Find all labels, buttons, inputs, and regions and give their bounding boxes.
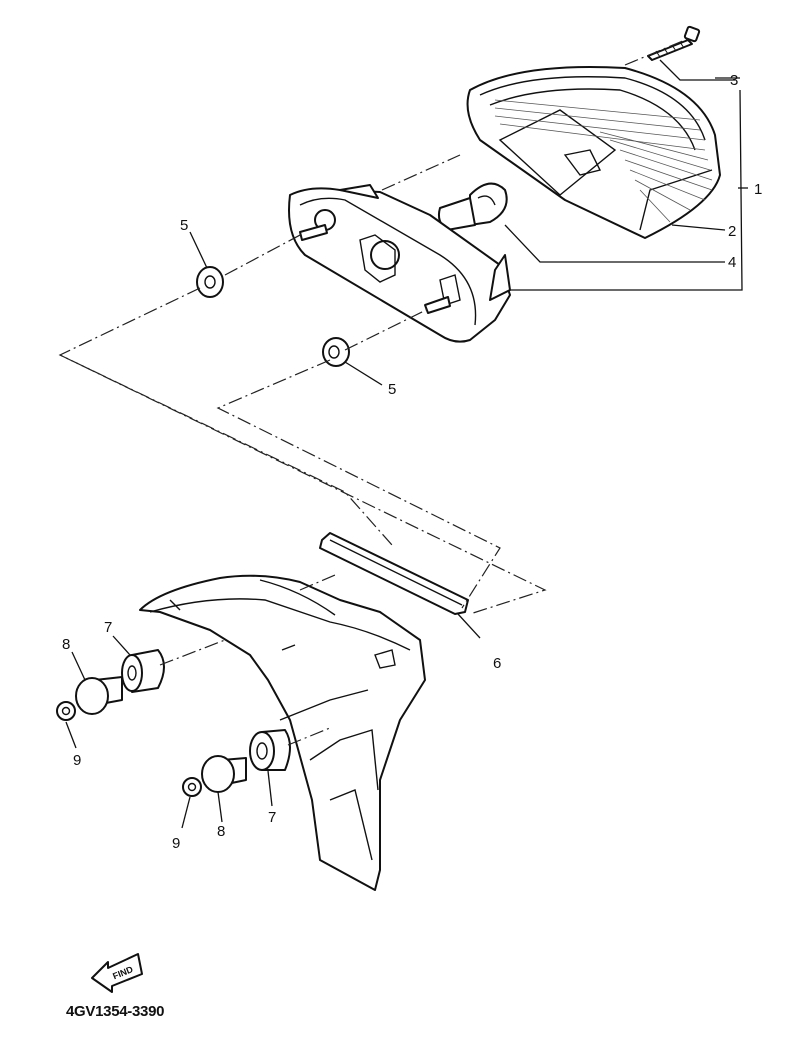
callout-7-upper: 7 (104, 619, 112, 636)
washer-upper (75, 676, 123, 715)
seal-strip (319, 532, 469, 615)
drawing-code: 4GV1354-3390 (66, 1003, 165, 1020)
collar-upper (121, 649, 165, 693)
callout-2: 2 (728, 223, 736, 240)
washer-lower (201, 755, 247, 793)
callout-3: 3 (730, 72, 738, 89)
callout-9-upper: 9 (73, 752, 81, 769)
lamp-housing (288, 184, 511, 343)
grommet-lower (322, 337, 350, 367)
callout-5-upper: 5 (180, 217, 188, 234)
tail-lamp-lens (466, 65, 721, 239)
rear-fender-bracket (139, 574, 426, 891)
callout-5-lower: 5 (388, 381, 396, 398)
nut-upper (56, 701, 76, 721)
callout-8-lower: 8 (217, 823, 225, 840)
find-arrow-icon: FIND (91, 953, 143, 993)
collar-lower (249, 729, 291, 771)
leader-lines (65, 59, 748, 829)
bulb (437, 182, 508, 231)
assembly-lines (58, 37, 691, 746)
screw (647, 25, 701, 61)
callout-4: 4 (728, 254, 736, 271)
grommet-upper (196, 266, 224, 298)
callout-1: 1 (754, 181, 762, 198)
callout-7-lower: 7 (268, 809, 276, 826)
callout-8-upper: 8 (62, 636, 70, 653)
callout-6: 6 (493, 655, 501, 672)
callout-9-lower: 9 (172, 835, 180, 852)
nut-lower (182, 777, 202, 797)
